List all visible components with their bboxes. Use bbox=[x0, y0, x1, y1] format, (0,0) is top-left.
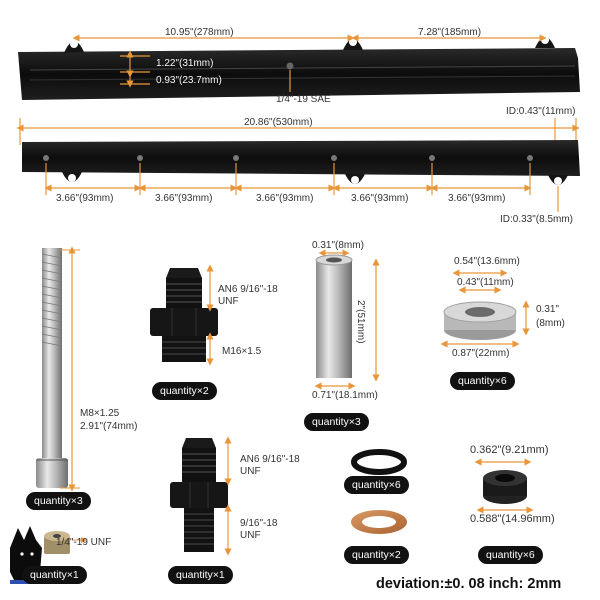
plug-thread-label: 1/4"-19 UNF bbox=[56, 537, 112, 548]
inner-diameter-bottom-label: ID:0.33"(8.5mm) bbox=[500, 214, 574, 225]
o-ring-image bbox=[351, 449, 407, 475]
plug-quantity-badge: quantity×1 bbox=[22, 566, 87, 584]
fitting1-spec-label: AN6 9/16"-18 bbox=[218, 284, 278, 295]
rail-length-left-label: 10.95"(278mm) bbox=[165, 27, 234, 38]
deviation-note: deviation:±0. 08 inch: 2mm bbox=[376, 576, 562, 592]
inner-diameter-top-label: ID:0.43"(11mm) bbox=[506, 106, 576, 117]
plug-image bbox=[44, 531, 87, 554]
ring-quantity-badge: quantity×6 bbox=[450, 372, 515, 390]
fitting-an6-9-16-image bbox=[170, 436, 232, 556]
spacing-label-1: 3.66"(93mm) bbox=[56, 193, 114, 204]
fitting1-metric-label: M16×1.5 bbox=[222, 346, 262, 357]
rail-length-right-label: 7.28"(185mm) bbox=[418, 27, 482, 38]
ring-height-label: 0.31" bbox=[536, 304, 560, 315]
fitting-an6-m16-image bbox=[150, 264, 218, 366]
spacer-outer-label: 0.71"(18.1mm) bbox=[312, 390, 378, 401]
insulator-outer-label: 0.588"(14.96mm) bbox=[470, 513, 555, 525]
aluminum-ring-image bbox=[440, 269, 530, 348]
fitting2-spec-unf-label: UNF bbox=[240, 466, 261, 477]
bolt-length-label: 2.91"(74mm) bbox=[80, 421, 138, 432]
ring-outer-label: 0.87"(22mm) bbox=[452, 348, 510, 359]
copper-washer-quantity-badge: quantity×2 bbox=[344, 546, 409, 564]
spacer-quantity-badge: quantity×3 bbox=[304, 413, 369, 431]
bolt-quantity-badge: quantity×3 bbox=[26, 492, 91, 510]
fitting2-spec-label: AN6 9/16"-18 bbox=[240, 454, 300, 465]
insulator-quantity-badge: quantity×6 bbox=[478, 546, 543, 564]
fitting2-thread-label: 9/16"-18 bbox=[240, 518, 278, 529]
spacer-length-label: 2"(51mm) bbox=[355, 300, 366, 344]
spacer-tube-image bbox=[314, 249, 380, 390]
o-ring-quantity-badge: quantity×6 bbox=[344, 476, 409, 494]
fitting1-spec-unf-label: UNF bbox=[218, 296, 239, 307]
bolt-thread-label: M8×1.25 bbox=[80, 408, 120, 419]
fuel-rail-top bbox=[18, 36, 580, 100]
ring-outer-top-label: 0.54"(13.6mm) bbox=[454, 256, 520, 267]
copper-washer-image bbox=[351, 510, 407, 534]
spacer-diameter-label: 0.31"(8mm) bbox=[312, 240, 364, 251]
top-rail-dimensions bbox=[72, 34, 547, 92]
fuel-rail-bottom bbox=[22, 140, 580, 185]
fitting2-thread-unf-label: UNF bbox=[240, 530, 261, 541]
spacing-label-2: 3.66"(93mm) bbox=[155, 193, 213, 204]
rail-thread-label: 1/4"-19 SAE bbox=[276, 94, 331, 105]
spacing-label-4: 3.66"(93mm) bbox=[351, 193, 409, 204]
fitting2-quantity-badge: quantity×1 bbox=[168, 566, 233, 584]
ring-inner-label: 0.43"(11mm) bbox=[457, 277, 514, 288]
rail-height-2-label: 0.93"(23.7mm) bbox=[156, 75, 222, 86]
insulator-seal-image bbox=[474, 458, 534, 514]
spacing-label-5: 3.66"(93mm) bbox=[448, 193, 506, 204]
bolt-image bbox=[36, 246, 80, 492]
spacing-label-3: 3.66"(93mm) bbox=[256, 193, 314, 204]
insulator-inner-label: 0.362"(9.21mm) bbox=[470, 444, 549, 456]
rail-height-1-label: 1.22"(31mm) bbox=[156, 58, 214, 69]
fitting1-quantity-badge: quantity×2 bbox=[152, 382, 217, 400]
ring-height-mm-label: (8mm) bbox=[536, 318, 565, 329]
injector-spacing-dimensions bbox=[44, 163, 559, 212]
overall-length-label: 20.86"(530mm) bbox=[244, 117, 313, 128]
